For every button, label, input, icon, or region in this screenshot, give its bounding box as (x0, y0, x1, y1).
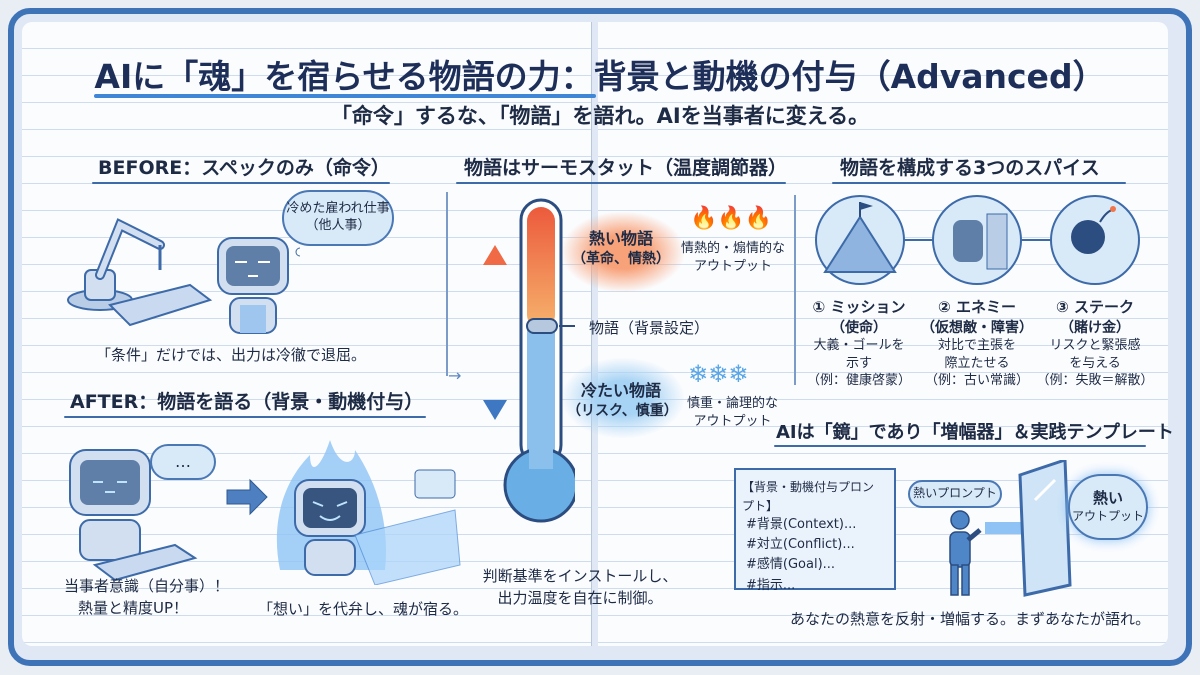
spice-desc: 際立たせる (944, 355, 1010, 371)
thermostat-caption: 判断基準をインストールし、出力温度を自在に制御。 (470, 566, 690, 610)
hot-output-text: 情熱的・煽情的なアウトプット (678, 240, 788, 275)
fired-up-robot (276, 440, 461, 585)
cold-output-text: 慎重・論理的なアウトプット (680, 395, 785, 430)
spice-list: ① ミッション （使命） 大義・ゴールを示す （例：健康啓蒙） ② エネミー （仮想敵・… (800, 296, 1160, 390)
person-mirror-illustration (949, 460, 1072, 597)
spice-enemy: ② エネミー （仮想敵・障害） 対比で主張を際立たせる （例：古い常識） (918, 296, 1036, 390)
mountain-flag-icon (815, 195, 905, 285)
calm-robot (69, 449, 198, 582)
person-icon (949, 510, 982, 596)
caption-line: 熱量と精度UP！ (78, 598, 189, 617)
before-underline (92, 182, 390, 184)
thought-line: 冷めた雇われ仕事 (286, 201, 390, 217)
after-caption-left: 当事者意識（自分事）！ 熱量と精度UP！ (64, 576, 229, 620)
column-divider (446, 192, 448, 376)
arrow-right-icon (226, 478, 268, 516)
label-line: 冷たい物語 (580, 381, 661, 400)
spice-title: ③ ステーク (1056, 298, 1134, 316)
cold-story-label: 冷たい物語 （リスク、慎重） (567, 380, 678, 420)
after-heading: AFTER：物語を語る（背景・動機付与） (70, 391, 424, 413)
spice-desc: 対比で主張を (937, 338, 1016, 353)
page-title: AIに「魂」を宿らせる物語の力：背景と動機の付与（Advanced） (94, 57, 1106, 96)
spice-mission: ① ミッション （使命） 大義・ゴールを示す （例：健康啓蒙） (800, 296, 918, 390)
column-divider (794, 195, 796, 385)
mirror-heading: AIは「鏡」であり「増幅器」＆実践テンプレート (776, 422, 1174, 443)
caption-line: 出力温度を自在に制御。 (497, 588, 663, 607)
thought-bubble-before: 冷めた雇われ仕事（他人事） (282, 190, 394, 246)
spice-desc: を与える (1069, 355, 1121, 371)
template-title: 【背景・動機付与プロンプト】 (742, 480, 875, 513)
title-underline (94, 94, 596, 98)
subtitle: 「命令」するな、「物語」を語れ。AIを当事者に変える。 (330, 104, 870, 128)
snowflake-icons: ❄❄❄ (688, 360, 749, 388)
cold-glow (562, 358, 684, 438)
thermostat-underline (456, 182, 786, 184)
spice-desc: 示す (845, 355, 872, 371)
output-line: 熱い (1092, 489, 1123, 508)
text-line: 慎重・論理的な (686, 396, 778, 411)
spice-icons (815, 195, 1140, 285)
hot-story-label: 熱い物語 （革命、情熱） (567, 228, 675, 268)
spice-desc: リスクと緊張感 (1049, 338, 1141, 353)
spice-sub: （仮想敵・障害） (921, 320, 1033, 336)
spice-sub: （使命） (831, 320, 887, 336)
double-arrow-icon (483, 245, 507, 420)
before-heading: BEFORE：スペックのみ（命令） (98, 157, 390, 179)
robot-arm-keyboard-illustration (67, 218, 300, 334)
prompt-template-note: 【背景・動機付与プロンプト】 #背景(Context)... #対立(Confl… (734, 468, 896, 593)
monster-wall-icon (932, 195, 1022, 285)
arrow-right-icon: → (448, 366, 462, 385)
template-line: #感情(Goal)... (746, 557, 836, 573)
bomb-cliff-icon (1050, 195, 1140, 285)
mirror-underline (774, 445, 1146, 447)
thought-bubble-after: … (150, 444, 216, 480)
label-line: （リスク、慎重） (567, 402, 678, 419)
before-caption: 「条件」だけでは、出力は冷徹で退屈。 (96, 346, 367, 364)
spice-title: ② エネミー (938, 298, 1016, 316)
template-line: #指示... (746, 577, 796, 593)
template-line: #対立(Conflict)... (746, 537, 855, 553)
output-line: アウトプット (1071, 508, 1144, 523)
label-line: 熱い物語 (588, 229, 653, 248)
spice-desc: 大義・ゴールを (813, 338, 905, 353)
spice-desc: （例：古い常識） (924, 373, 1029, 389)
hot-glow (562, 212, 684, 292)
thermostat-slider (526, 318, 558, 334)
flame-icons: 🔥🔥🔥 (690, 206, 773, 231)
spice-sub: （賭け金） (1060, 320, 1130, 336)
text-line: 情熱的・煽情的な (680, 241, 785, 256)
template-line: #背景(Context)... (746, 517, 857, 533)
mirror-icon (1018, 460, 1072, 597)
bored-robot (217, 237, 289, 334)
spices-underline (832, 182, 1126, 184)
mirror-caption: あなたの熱意を反射・増幅する。まずあなたが語れ。 (790, 610, 1151, 628)
spice-desc: （例：健康啓蒙） (806, 373, 911, 389)
slider-label: 物語（背景設定） (589, 319, 710, 337)
prompt-bubble: 熱いプロンプト (908, 480, 1002, 508)
thought-line: （他人事） (305, 218, 371, 233)
after-underline (64, 416, 426, 418)
spice-desc: （例：失敗＝解散） (1036, 373, 1154, 389)
thermostat-heading: 物語はサーモスタット（温度調節器） (464, 157, 788, 179)
caption-line: 判断基準をインストールし、 (482, 567, 678, 585)
text-line: アウトプット (693, 413, 772, 429)
spice-stake: ③ ステーク （賭け金） リスクと緊張感を与える （例：失敗＝解散） (1036, 296, 1154, 390)
after-illustration (69, 440, 461, 585)
output-bubble: 熱いアウトプット (1068, 474, 1148, 540)
spices-heading: 物語を構成する3つのスパイス (840, 157, 1100, 179)
label-line: （革命、情熱） (572, 250, 670, 267)
caption-line: 当事者意識（自分事）！ (64, 577, 230, 595)
spice-title: ① ミッション (812, 298, 906, 316)
after-caption-right: 「想い」を代弁し、魂が宿る。 (258, 600, 469, 618)
text-line: アウトプット (693, 258, 772, 274)
thermometer-illustration (483, 198, 575, 523)
